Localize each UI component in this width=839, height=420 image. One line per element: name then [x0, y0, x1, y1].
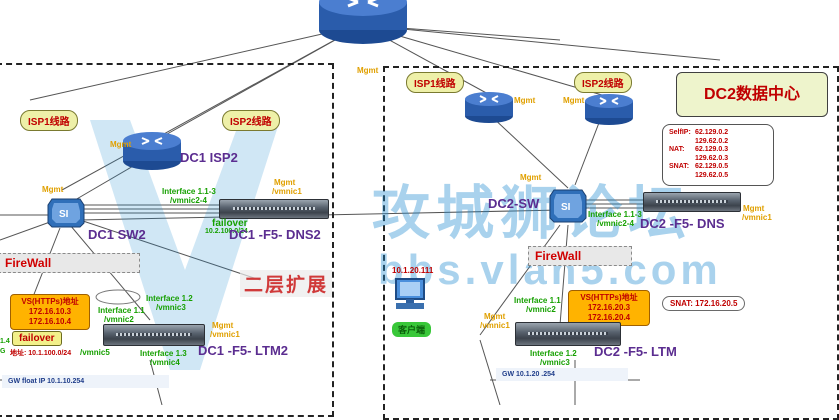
dc1-failover-box: failover [12, 331, 62, 346]
info-key: NAT: [669, 146, 685, 154]
dc2-dns-interface-line2: /vmnic2-4 [597, 219, 634, 228]
watermark-title: 攻城狮论坛 [372, 181, 693, 246]
dc2-ltm-mgmt-line1: Mgmt [484, 312, 506, 321]
dc2-vs-address-box: VS(HTTPs)地址 172.16.20.3 172.16.20.4 [568, 290, 650, 326]
client-label: 客户端 [392, 322, 432, 337]
dc2-vs-ip2: 172.16.20.4 [587, 313, 631, 322]
dc2-ltm-appliance[interactable] [515, 322, 621, 346]
dc2-sw-label: DC2-SW [488, 196, 540, 211]
info-val: 129.62.0.5 [695, 171, 729, 179]
dns2-interface-line2: /vmnic2-4 [170, 196, 207, 205]
dc2-isp1-line: ISP1线路 [406, 72, 464, 93]
dc2-sw-mgmt: Mgmt [520, 173, 542, 182]
client-pc-icon[interactable] [392, 277, 428, 318]
ltm2-vmnic5: /vmnic5 [80, 348, 110, 357]
info-row-1: SelfIP: 62.129.0.2 [669, 129, 767, 138]
dc1-dns2-appliance[interactable] [219, 199, 329, 219]
dc2-vs-ip1: 172.16.20.3 [587, 303, 631, 312]
dns2-failover-net: 10.2.100.0/24 [205, 228, 248, 235]
dc1-vs-title: VS(HTTPs)地址 [21, 297, 79, 306]
info-val: 62.129.0.3 [695, 146, 729, 154]
info-row-6: 129.62.0.5 [669, 172, 767, 181]
dc2-isp2-router-icon[interactable] [584, 92, 634, 131]
dc2-isp2-mgmt: Mgmt [563, 96, 585, 105]
dc1-isp1-line: ISP1线路 [20, 110, 78, 131]
dc2-isp2-line: ISP2线路 [574, 72, 632, 93]
dc2-dns-interface-line1: Interface 1.1-3 [588, 210, 642, 219]
dc2-vs-title: VS(HTTPs)地址 [580, 293, 638, 302]
dns2-mgmt-line2: /vmnic1 [272, 187, 302, 196]
ltm2-if12-line2: /vmnic3 [156, 303, 186, 312]
dc1-failover-addr: 地址: 10.1.100.0/24 [10, 350, 72, 357]
ltm2-if11-line2: /vmnic2 [104, 315, 134, 324]
dc1-isp2-line: ISP2线路 [222, 110, 280, 131]
dc2-ltm-if11-line1: Interface 1.1 [514, 296, 561, 305]
dc1-isp2-label: DC1 ISP2 [180, 150, 238, 165]
info-key [669, 155, 695, 164]
core-router-mgmt: Mgmt [357, 66, 379, 75]
dc1-sw2-switch-icon[interactable]: SI [46, 195, 86, 236]
ltm2-if12-line1: Interface 1.2 [146, 294, 193, 303]
info-row-2: 129.62.0.2 [669, 138, 767, 147]
watermark-logo [90, 120, 280, 375]
dc2-ip-info-box: SelfIP: 62.129.0.2 129.62.0.2 NAT: 62.129.… [662, 124, 774, 186]
dc2-ltm-if12-line1: Interface 1.2 [530, 349, 577, 358]
dc2-ltm-if12-line2: /vmnic3 [540, 358, 570, 367]
dc1-gateway: GW float IP 10.1.10.254 [2, 375, 169, 388]
dc1-vs-ip2: 172.16.10.4 [28, 317, 72, 326]
dc2-isp1-router-icon[interactable] [464, 90, 514, 129]
dc1-ltm2-appliance[interactable] [103, 324, 205, 346]
dc1-dns2-label: DC1 -F5- DNS2 [229, 227, 321, 242]
dc1-edge-num: 1.4 [0, 338, 10, 345]
info-key [669, 172, 695, 181]
dns2-mgmt-line1: Mgmt [274, 178, 296, 187]
dc1-isp2-router-icon[interactable] [122, 131, 182, 176]
ltm2-if13-line2: /vmnic4 [150, 358, 180, 367]
l2-extension-label: 二层扩展 [240, 270, 333, 297]
core-router-icon[interactable] [318, 0, 408, 51]
dc1-vs-address-box: VS(HTTPs)地址 172.16.10.3 172.16.10.4 [10, 294, 90, 330]
info-row-3: NAT: 62.129.0.3 [669, 146, 767, 155]
dns2-interface-line1: Interface 1.1-3 [162, 187, 216, 196]
info-val: 62.129.0.2 [695, 129, 729, 136]
dc2-title: DC2数据中心 [676, 72, 828, 117]
dc2-isp1-mgmt: Mgmt [514, 96, 536, 105]
svg-text:SI: SI [59, 209, 69, 220]
dc2-sw-switch-icon[interactable]: SI [548, 186, 588, 231]
info-val: 129.62.0.3 [695, 154, 729, 162]
dc1-ltm2-label: DC1 -F5- LTM2 [198, 343, 289, 358]
client-ip: 10.1.20.111 [392, 266, 434, 275]
dns2-failover-label: failover [212, 218, 248, 229]
info-row-4: 129.62.0.3 [669, 155, 767, 164]
info-row-5: SNAT: 62.129.0.5 [669, 163, 767, 172]
dc2-ltm-label: DC2 -F5- LTM [594, 344, 677, 359]
dc2-firewall[interactable]: FireWall [528, 246, 632, 266]
dc2-snat-box: SNAT: 172.16.20.5 [662, 296, 746, 311]
dc1-isp2-mgmt: Mgmt [110, 140, 132, 149]
info-key: SelfIP: [669, 129, 691, 136]
dc1-edge-prefix: G [0, 348, 6, 355]
info-val: 129.62.0.2 [695, 137, 729, 145]
dc2-dns-mgmt-line1: Mgmt [743, 204, 765, 213]
dc1-sw2-label: DC1 SW2 [88, 227, 146, 242]
ltm2-if11-line1: Interface 1.1 [98, 306, 145, 315]
info-key [669, 138, 695, 147]
dc2-dns-appliance[interactable] [643, 192, 741, 212]
dc2-dns-mgmt-line2: /vmnic1 [742, 213, 772, 222]
info-val: 62.129.0.5 [695, 163, 729, 171]
dc1-firewall[interactable]: FireWall [0, 253, 140, 273]
dc2-gateway: GW 10.1.20 .254 [496, 368, 628, 381]
dc1-vs-ip1: 172.16.10.3 [28, 307, 72, 316]
dc1-sw2-mgmt: Mgmt [42, 185, 64, 194]
ltm2-mgmt-line1: Mgmt [212, 321, 234, 330]
dc2-ltm-if11-line2: /vmnic2 [526, 305, 556, 314]
dc2-ltm-mgmt-line2: /vmnic1 [480, 321, 510, 330]
info-key: SNAT: [669, 163, 690, 171]
svg-text:SI: SI [561, 202, 571, 213]
ltm2-if13-line1: Interface 1.3 [140, 349, 187, 358]
ltm2-mgmt-line2: /vmnic1 [210, 330, 240, 339]
dc2-dns-label: DC2 -F5- DNS [640, 216, 725, 231]
